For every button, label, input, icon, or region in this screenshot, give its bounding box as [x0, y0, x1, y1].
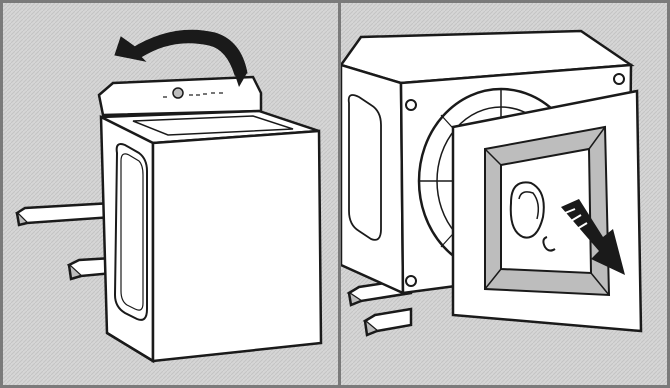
washer-side: [99, 114, 155, 364]
shipping-skid-front: [362, 307, 413, 337]
dryer-illustration: [341, 3, 667, 385]
panel-dryer: [341, 3, 667, 385]
removed-front-panel: [451, 89, 643, 333]
panel-washer: [3, 3, 338, 385]
washer-illustration: [3, 3, 338, 385]
control-knob-icon: [172, 87, 184, 99]
rotate-arrow-icon: [114, 29, 248, 87]
washer-console: [97, 75, 263, 117]
pull-out-arrow-icon: [542, 199, 625, 275]
washer-front: [106, 129, 323, 363]
